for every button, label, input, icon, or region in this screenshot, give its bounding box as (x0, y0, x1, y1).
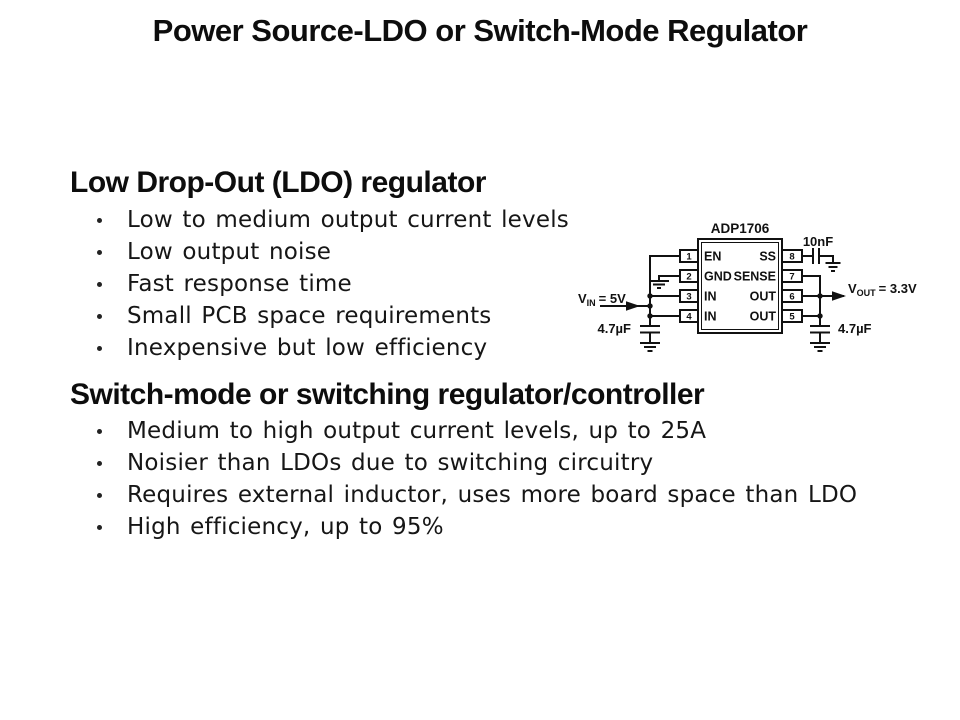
vin-label: VIN= 5V (578, 291, 626, 308)
pin-name: SENSE (734, 270, 776, 284)
chip-body-inner (700, 241, 780, 331)
list-item: Low to medium output current levels (70, 204, 569, 236)
pin-box-1 (679, 249, 699, 263)
pin-box-4 (679, 309, 699, 323)
junction-dot (817, 293, 823, 299)
heading-switch-mode: Switch-mode or switching regulator/contr… (70, 378, 705, 411)
ldo-bullet-list: Low to medium output current levels Low … (70, 204, 569, 364)
pin-name: OUT (750, 310, 777, 324)
junction-dot (647, 293, 653, 299)
pin-number: 3 (686, 292, 691, 303)
circuit-schematic-svg: ADP1706 1 2 3 4 8 7 6 5 EN GND IN IN SS (578, 221, 917, 352)
list-item: Medium to high output current levels, up… (70, 415, 857, 447)
softstart-wiring (802, 248, 834, 264)
page-title: Power Source-LDO or Switch-Mode Regulato… (152, 13, 808, 48)
vout-arrowhead (832, 291, 846, 301)
list-item: Inexpensive but low efficiency (70, 332, 569, 364)
junctions-and-arrows (626, 291, 846, 319)
pin-number: 5 (789, 312, 795, 323)
list-item: Fast response time (70, 268, 569, 300)
vin-arrowhead (626, 301, 640, 311)
pin-box-2 (679, 269, 699, 283)
ldo-application-circuit-diagram: ADP1706 1 2 3 4 8 7 6 5 EN GND IN IN SS (560, 195, 960, 375)
schematic-wiring (600, 248, 844, 352)
list-item: Low output noise (70, 236, 569, 268)
pin-name: IN (704, 310, 717, 324)
pin-box-3 (679, 289, 699, 303)
input-wiring (600, 255, 680, 326)
output-cap-label: 4.7µF (838, 321, 872, 336)
pin-numbers: 1 2 3 4 8 7 6 5 (686, 252, 795, 323)
vout-label: VOUT= 3.3V (848, 281, 917, 298)
pin-box-5 (781, 309, 803, 323)
switch-mode-bullet-list: Medium to high output current levels, up… (70, 415, 857, 543)
pin-number: 6 (789, 292, 794, 303)
junction-dot (817, 313, 823, 319)
input-cap-label: 4.7µF (597, 321, 631, 336)
pin-number: 2 (686, 272, 691, 283)
softstart-cap-label: 10nF (803, 234, 833, 249)
junction-dot (647, 313, 653, 319)
pin-name: GND (704, 270, 732, 284)
output-wiring (802, 275, 844, 326)
list-item: Requires external inductor, uses more bo… (70, 479, 857, 511)
pin-box-7 (781, 269, 803, 283)
pin-number: 1 (686, 252, 692, 263)
schematic-labels: ADP1706 1 2 3 4 8 7 6 5 EN GND IN IN SS (578, 221, 917, 336)
pin-number: 7 (789, 272, 794, 283)
pin-number: 4 (686, 312, 692, 323)
output-ground-symbol (810, 342, 830, 352)
pin-name: SS (759, 250, 776, 264)
output-capacitor (810, 325, 830, 343)
pin-name: IN (704, 290, 717, 304)
pin-name: EN (704, 250, 721, 264)
list-item: Noisier than LDOs due to switching circu… (70, 447, 857, 479)
chip-package (679, 238, 803, 334)
heading-ldo-regulator: Low Drop-Out (LDO) regulator (70, 166, 486, 199)
list-item: Small PCB space requirements (70, 300, 569, 332)
gnd-pin-wiring (658, 275, 680, 280)
softstart-ground-symbol (825, 262, 841, 272)
pin-names: EN GND IN IN SS SENSE OUT OUT (704, 250, 776, 324)
junction-dot (647, 303, 653, 309)
pin-box-6 (781, 289, 803, 303)
input-ground-symbol (640, 342, 660, 352)
chip-name-label: ADP1706 (711, 221, 770, 236)
input-capacitor (640, 325, 660, 343)
pin-number: 8 (789, 252, 794, 263)
gnd-ground-symbol (649, 280, 669, 289)
list-item: High efficiency, up to 95% (70, 511, 857, 543)
pin-box-8 (781, 249, 803, 263)
pin-name: OUT (750, 290, 777, 304)
